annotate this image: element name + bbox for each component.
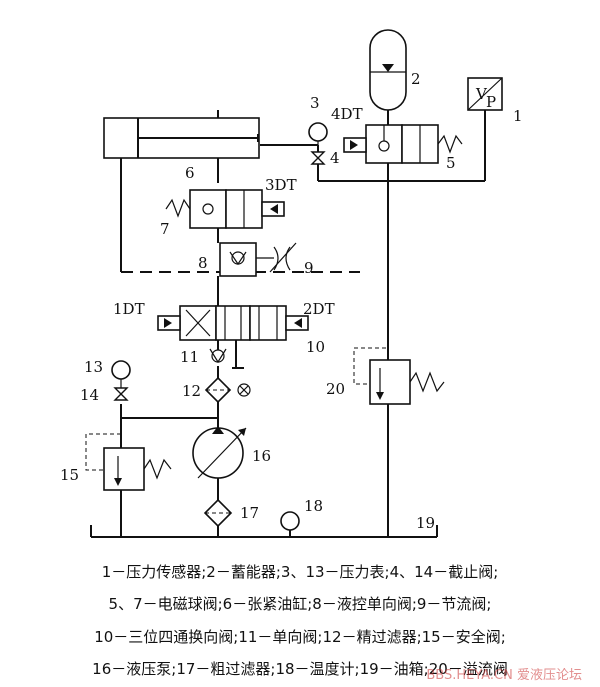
label-3: 3 [310,94,320,112]
label-19: 19 [416,514,435,532]
label-sensor-p: P [486,93,496,111]
label-12: 12 [182,382,201,400]
label-20: 20 [326,380,345,398]
label-5: 5 [446,154,456,172]
label-17: 17 [240,504,259,522]
thermometer [280,511,300,531]
coarse-filter [203,498,233,528]
label-1dt: 1DT [113,300,145,318]
label-4dt: 4DT [331,105,363,123]
fine-filter [204,376,251,404]
hydraulic-pump [192,426,247,479]
label-7: 7 [160,220,170,238]
label-10: 10 [306,338,325,356]
label-13: 13 [84,358,103,376]
watermark: BBS.HEYA.CN 爱液压论坛 [426,668,582,683]
check-valve [209,340,244,369]
label-8: 8 [198,254,208,272]
accumulator [369,29,407,111]
label-1: 1 [513,107,523,125]
pressure-gauge-3 [308,122,328,165]
label-3dt: 3DT [265,176,297,194]
legend-line-4: 16－液压泵;17－粗过滤器;18－温度计;19－油箱;20－溢流阀 [92,660,508,678]
pilot-check-valve [219,242,257,277]
label-9: 9 [304,259,314,277]
label-sensor-v: V [475,85,488,103]
pressure-sensor [467,77,503,111]
tension-cylinder [103,117,260,159]
relief-valve [353,347,445,405]
throttle-valve [256,242,297,273]
legend-line-1: 1－压力传感器;2－蓄能器;3、13－压力表;4、14－截止阀; [101,563,499,581]
label-11: 11 [180,348,199,366]
label-6: 6 [185,164,195,182]
label-2dt: 2DT [303,300,335,318]
directional-valve-10 [157,305,309,341]
solenoid-ball-valve-7 [165,189,285,229]
legend-line-2: 5、7－电磁球阀;6－张紧油缸;8－液控单向阀;9－节流阀; [108,595,492,613]
label-4: 4 [330,149,340,167]
label-14: 14 [80,386,99,404]
pressure-gauge-13 [111,360,131,401]
label-15: 15 [60,466,79,484]
label-2: 2 [411,70,421,88]
legend-line-3: 10－三位四通换向阀;11－单向阀;12－精过滤器;15－安全阀; [94,628,506,646]
safety-valve [85,433,172,491]
label-16: 16 [252,447,271,465]
label-18: 18 [304,497,323,515]
solenoid-ball-valve-5 [343,124,463,164]
